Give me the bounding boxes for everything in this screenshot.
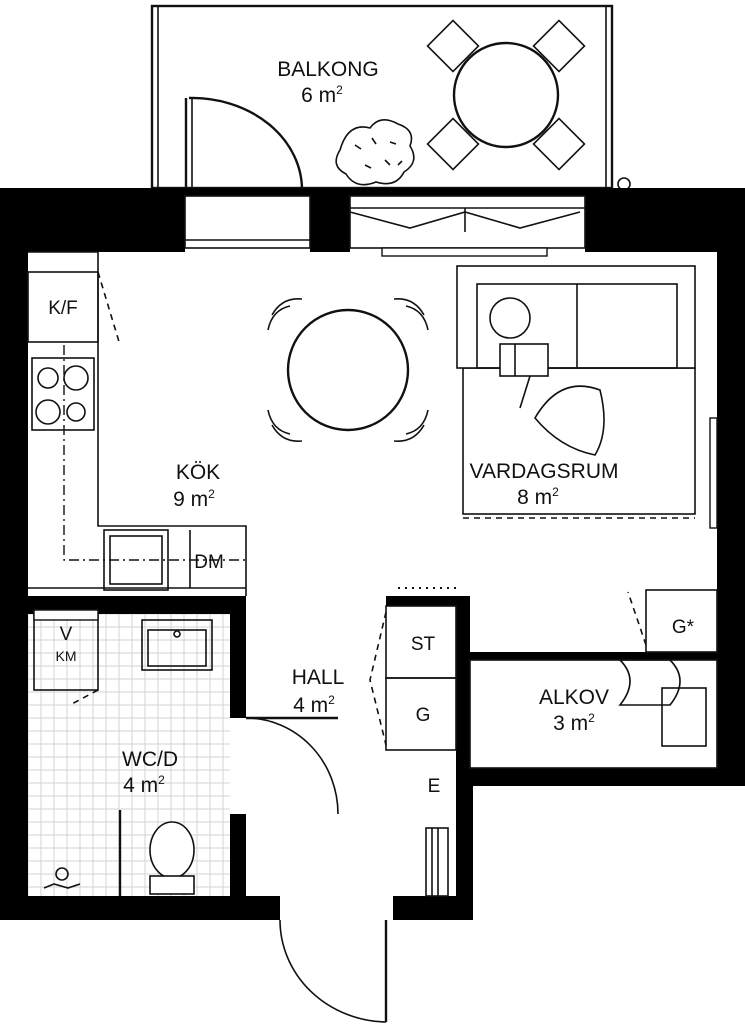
walls: [0, 188, 745, 920]
room-name-bathroom: WC/D: [122, 748, 178, 771]
electrical-label: E: [428, 776, 441, 797]
balcony-door: [184, 96, 304, 191]
room-area-bathroom: 4 m2: [123, 773, 165, 797]
living-room: [456, 265, 696, 519]
room-name-balcony: BALKONG: [277, 58, 379, 81]
washbasin-icon: [141, 619, 213, 671]
sink-icon: [103, 529, 169, 591]
dining-table: [267, 298, 429, 442]
wardrobe-g-star: [627, 589, 718, 653]
room-area-kitchen: 9 m2: [173, 487, 215, 511]
room-area-hall: 4 m2: [293, 693, 335, 717]
balcony: [150, 4, 631, 191]
balcony-table: [426, 19, 586, 171]
stove-icon: [31, 357, 95, 431]
entrance-door: [279, 919, 388, 1023]
wardrobe-g-star-label: G*: [672, 617, 695, 638]
wardrobe-g-label: G: [416, 705, 431, 726]
hall: [279, 587, 457, 1023]
window-top: [184, 195, 586, 257]
footstool: [534, 385, 605, 456]
room-area-living: 8 m2: [517, 485, 559, 509]
room-labels: BALKONG 6 m2 KÖK 9 m2 VARDAGSRUM 8 m2 HA…: [122, 58, 618, 797]
floor-drain-icon: [43, 867, 81, 889]
washer-label: V: [60, 624, 73, 645]
dishwasher-label: DM: [194, 552, 224, 573]
kitchen: [27, 251, 429, 596]
room-name-kitchen: KÖK: [176, 461, 220, 484]
fixture-labels: K/F DM ST G G* E V KM: [48, 298, 694, 797]
room-area-balcony: 6 m2: [301, 83, 343, 107]
person-reading-icon: [489, 297, 549, 409]
plant-icon: [335, 119, 415, 186]
alcove: [469, 589, 718, 769]
bathroom: [27, 609, 339, 896]
bed: [469, 659, 718, 769]
wardrobe-st-label: ST: [411, 634, 436, 655]
window-right: [709, 417, 718, 529]
rug: [462, 367, 696, 519]
room-name-alcove: ALKOV: [539, 686, 609, 709]
fridge-freezer: [27, 271, 121, 346]
room-name-hall: HALL: [292, 666, 345, 689]
room-name-living: VARDAGSRUM: [470, 460, 619, 483]
washer-km-label: KM: [56, 648, 77, 664]
fridge-freezer-label: K/F: [48, 298, 78, 319]
closet-g: [385, 677, 457, 751]
shoe-rack: [425, 827, 449, 897]
room-area-alcove: 3 m2: [553, 711, 595, 735]
bathroom-door: [245, 716, 339, 815]
toilet-icon: [149, 821, 195, 895]
washing-machine: [33, 609, 99, 706]
